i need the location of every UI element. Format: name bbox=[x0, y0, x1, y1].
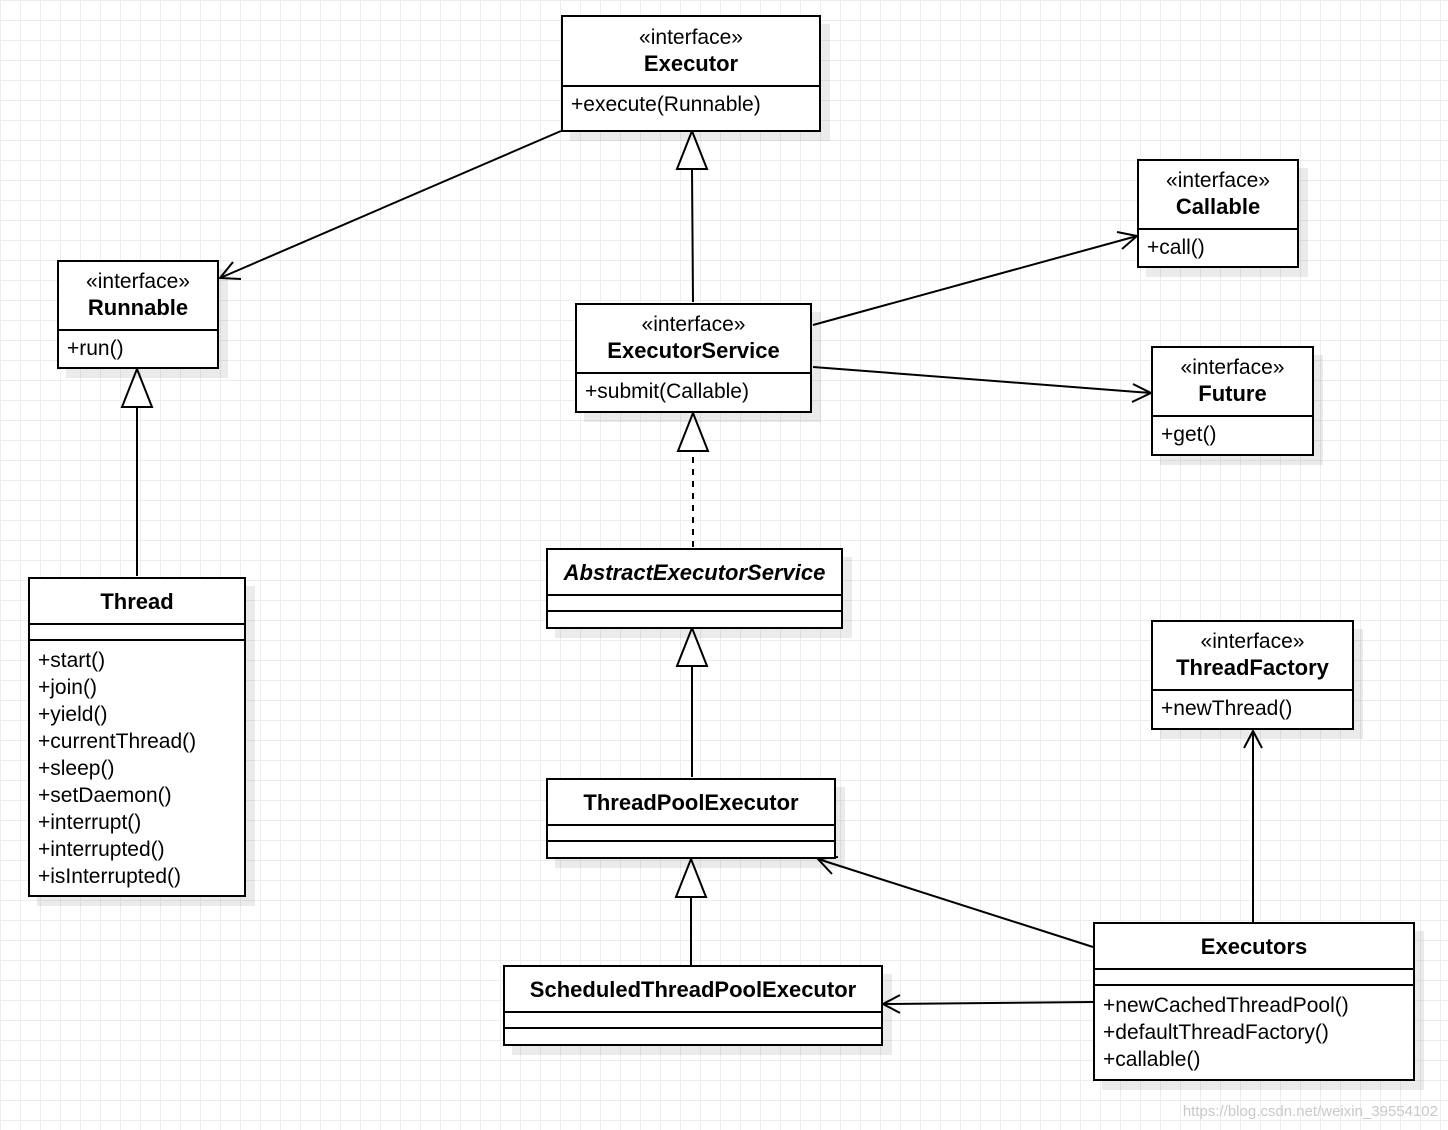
class-name: Callable bbox=[1175, 194, 1261, 219]
method: +callable() bbox=[1103, 1048, 1201, 1071]
method: +newThread() bbox=[1161, 697, 1293, 720]
open-arrowhead bbox=[217, 261, 242, 280]
methods-section: +get() bbox=[1153, 417, 1312, 448]
method: +start() bbox=[38, 649, 106, 672]
stereotype-label: «interface» bbox=[1166, 169, 1270, 192]
methods-section: +newCachedThreadPool() +defaultThreadFac… bbox=[1095, 986, 1413, 1073]
class-name: AbstractExecutorService bbox=[563, 559, 826, 585]
generalization-arrowhead bbox=[675, 625, 709, 667]
method: +defaultThreadFactory() bbox=[1103, 1021, 1329, 1044]
methods-section: +execute(Runnable) bbox=[563, 87, 819, 118]
edge-executor-runnable bbox=[219, 130, 562, 279]
class-executor-service: «interface» ExecutorService +submit(Call… bbox=[575, 303, 812, 413]
method: +run() bbox=[67, 337, 124, 360]
method: +get() bbox=[1161, 423, 1217, 446]
class-executor: «interface» Executor +execute(Runnable) bbox=[561, 15, 821, 132]
attributes-section bbox=[30, 625, 244, 641]
generalization-arrowhead bbox=[674, 856, 708, 898]
class-scheduled-thread-pool-executor: ScheduledThreadPoolExecutor bbox=[503, 965, 883, 1046]
edge-executorservice-future bbox=[812, 366, 1152, 394]
methods-section: +start() +join() +yield() +currentThread… bbox=[30, 641, 244, 890]
method: +currentThread() bbox=[38, 730, 197, 753]
class-name: Thread bbox=[100, 588, 174, 614]
generalization-arrowhead bbox=[120, 366, 154, 408]
stereotype-label: «interface» bbox=[639, 25, 743, 49]
stereotype-label: «interface» bbox=[1180, 356, 1285, 379]
method: +submit(Callable) bbox=[585, 380, 749, 403]
class-thread-pool-executor: ThreadPoolExecutor bbox=[546, 778, 836, 859]
class-callable: «interface» Callable +call() bbox=[1137, 159, 1299, 268]
class-header: ScheduledThreadPoolExecutor bbox=[505, 967, 881, 1013]
class-future: «interface» Future +get() bbox=[1151, 346, 1314, 456]
class-header: AbstractExecutorService bbox=[548, 550, 841, 596]
attributes-section bbox=[505, 1013, 881, 1029]
methods-section: +submit(Callable) bbox=[577, 374, 810, 405]
class-runnable: «interface» Runnable +run() bbox=[57, 260, 219, 369]
method: +sleep() bbox=[38, 757, 115, 780]
attributes-section bbox=[548, 596, 841, 612]
class-executors: Executors +newCachedThreadPool() +defaul… bbox=[1093, 922, 1415, 1081]
class-name: Runnable bbox=[87, 295, 189, 320]
class-thread: Thread +start() +join() +yield() +curren… bbox=[28, 577, 246, 897]
method: +isInterrupted() bbox=[38, 865, 181, 888]
class-abstract-executor-service: AbstractExecutorService bbox=[546, 548, 843, 629]
class-name: Future bbox=[1198, 381, 1267, 406]
class-name: Executor bbox=[643, 50, 739, 76]
watermark: https://blog.csdn.net/weixin_39554102 bbox=[1182, 1103, 1438, 1120]
method: +interrupt() bbox=[38, 811, 142, 834]
methods-section: +newThread() bbox=[1153, 691, 1352, 722]
attributes-section bbox=[1095, 970, 1413, 986]
class-name: ThreadFactory bbox=[1176, 655, 1329, 680]
method: +execute(Runnable) bbox=[571, 93, 761, 116]
generalization-arrowhead bbox=[676, 410, 710, 452]
class-header: Thread bbox=[30, 579, 244, 625]
class-header: «interface» ThreadFactory bbox=[1153, 622, 1352, 691]
methods-section: +run() bbox=[59, 331, 217, 362]
class-header: «interface» Executor bbox=[563, 17, 819, 87]
method: +join() bbox=[38, 676, 97, 699]
edge-executorservice-callable bbox=[812, 235, 1138, 326]
class-name: Executors bbox=[1200, 933, 1308, 959]
stereotype-label: «interface» bbox=[1200, 630, 1305, 653]
open-arrowhead bbox=[815, 856, 839, 875]
generalization-arrowhead bbox=[675, 128, 709, 170]
method: +newCachedThreadPool() bbox=[1103, 994, 1349, 1017]
class-thread-factory: «interface» ThreadFactory +newThread() bbox=[1151, 620, 1354, 730]
open-arrowhead bbox=[1243, 728, 1263, 749]
class-header: Executors bbox=[1095, 924, 1413, 970]
method: +setDaemon() bbox=[38, 784, 172, 807]
attributes-section bbox=[548, 826, 834, 842]
open-arrowhead bbox=[880, 994, 901, 1014]
method: +call() bbox=[1147, 236, 1205, 259]
class-header: «interface» Runnable bbox=[59, 262, 217, 331]
method: +interrupted() bbox=[38, 838, 165, 861]
edge-executors-threadpoolexecutor bbox=[817, 858, 1094, 948]
stereotype-label: «interface» bbox=[641, 313, 746, 336]
class-name: ScheduledThreadPoolExecutor bbox=[529, 976, 857, 1002]
class-header: «interface» Callable bbox=[1139, 161, 1297, 230]
class-name: ExecutorService bbox=[607, 338, 780, 363]
edge-executors-scheduledthreadpoolexecutor bbox=[882, 1001, 1094, 1005]
stereotype-label: «interface» bbox=[86, 270, 190, 293]
method: +yield() bbox=[38, 703, 108, 726]
class-header: «interface» ExecutorService bbox=[577, 305, 810, 374]
methods-section: +call() bbox=[1139, 230, 1297, 261]
class-header: «interface» Future bbox=[1153, 348, 1312, 417]
class-header: ThreadPoolExecutor bbox=[548, 780, 834, 826]
class-name: ThreadPoolExecutor bbox=[583, 789, 799, 815]
edge-executorservice-executor bbox=[691, 168, 694, 303]
